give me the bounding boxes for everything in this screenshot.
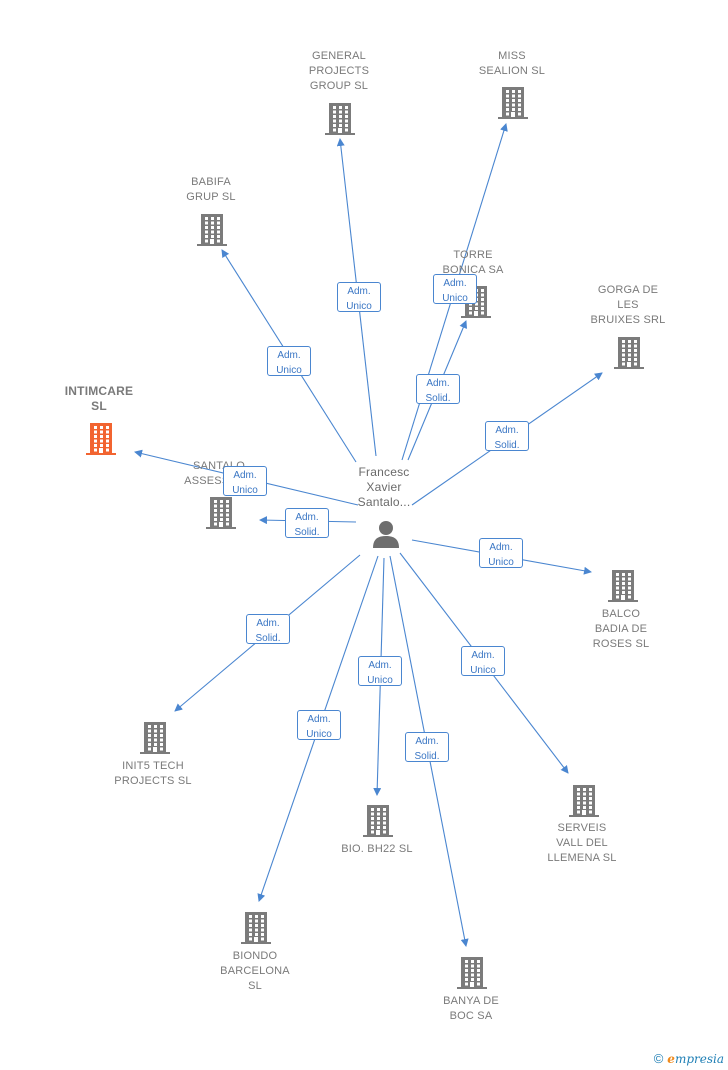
building-icon xyxy=(197,214,227,246)
company-label-torre-bonica[interactable]: TORRE BONICA SA xyxy=(442,249,504,276)
copyright-symbol: © xyxy=(653,1051,664,1066)
role-badge-santalo-assessors: Adm. Solid. xyxy=(285,508,329,538)
role-badge-init5: Adm. Solid. xyxy=(246,614,290,644)
company-node-babifa[interactable] xyxy=(196,212,228,251)
company-node-balco-badia[interactable] xyxy=(607,568,639,607)
role-badge-bio-bh22: Adm. Unico xyxy=(358,656,402,686)
building-icon xyxy=(86,423,116,455)
company-node-general-projects[interactable] xyxy=(324,101,356,140)
company-node-serveis-vall[interactable] xyxy=(568,783,600,822)
company-node-miss-sealion[interactable] xyxy=(497,85,529,124)
person-name[interactable]: Francesc Xavier Santalo... xyxy=(357,465,411,509)
person-icon[interactable] xyxy=(371,519,401,549)
building-icon xyxy=(457,957,487,989)
role-badge-balco-badia: Adm. Unico xyxy=(479,538,523,568)
company-label-babifa[interactable]: BABIFA GRUP SL xyxy=(186,176,236,203)
company-label-intimcare[interactable]: INTIMCARE SL xyxy=(64,384,134,413)
company-label-general-projects[interactable]: GENERAL PROJECTS GROUP SL xyxy=(308,50,370,92)
building-icon xyxy=(325,103,355,135)
company-node-init5[interactable] xyxy=(139,720,171,759)
company-node-santalo-assessors[interactable] xyxy=(205,495,237,534)
company-label-bio-bh22[interactable]: BIO. BH22 SL xyxy=(341,843,413,855)
role-badge-biondo: Adm. Unico xyxy=(297,710,341,740)
building-icon xyxy=(569,785,599,817)
company-node-gorga-bruixes[interactable] xyxy=(613,335,645,374)
role-badge-torre-bonica: Adm. Solid. xyxy=(416,374,460,404)
footer-brand[interactable]: ©empresia xyxy=(654,1051,724,1066)
role-badge-banya-boc: Adm. Solid. xyxy=(405,732,449,762)
company-node-biondo[interactable] xyxy=(240,910,272,949)
company-label-biondo[interactable]: BIONDO BARCELONA SL xyxy=(220,950,290,992)
role-badge-babifa: Adm. Unico xyxy=(267,346,311,376)
role-badge-general-projects: Adm. Unico xyxy=(337,282,381,312)
brand-e: e xyxy=(667,1052,675,1066)
company-label-gorga-bruixes[interactable]: GORGA DE LES BRUIXES SRL xyxy=(590,284,666,326)
building-icon xyxy=(608,570,638,602)
building-icon xyxy=(206,497,236,529)
company-label-banya-boc[interactable]: BANYA DE BOC SA xyxy=(443,995,499,1022)
brand-name: mpresia xyxy=(674,1052,724,1066)
company-label-balco-badia[interactable]: BALCO BADIA DE ROSES SL xyxy=(592,608,650,650)
company-node-banya-boc[interactable] xyxy=(456,955,488,994)
building-icon xyxy=(363,805,393,837)
company-node-intimcare[interactable] xyxy=(85,421,117,460)
role-badge-serveis-vall: Adm. Unico xyxy=(461,646,505,676)
company-label-miss-sealion[interactable]: MISS SEALION SL xyxy=(478,50,546,77)
company-label-init5[interactable]: INIT5 TECH PROJECTS SL xyxy=(114,760,192,787)
role-badge-miss-sealion: Adm. Unico xyxy=(433,274,477,304)
role-badge-intimcare: Adm. Unico xyxy=(223,466,267,496)
building-icon xyxy=(498,87,528,119)
building-icon xyxy=(614,337,644,369)
building-icon xyxy=(241,912,271,944)
building-icon xyxy=(140,722,170,754)
company-node-bio-bh22[interactable] xyxy=(362,803,394,842)
company-label-serveis-vall[interactable]: SERVEIS VALL DEL LLEMENA SL xyxy=(547,822,617,864)
role-badge-gorga-bruixes: Adm. Solid. xyxy=(485,421,529,451)
